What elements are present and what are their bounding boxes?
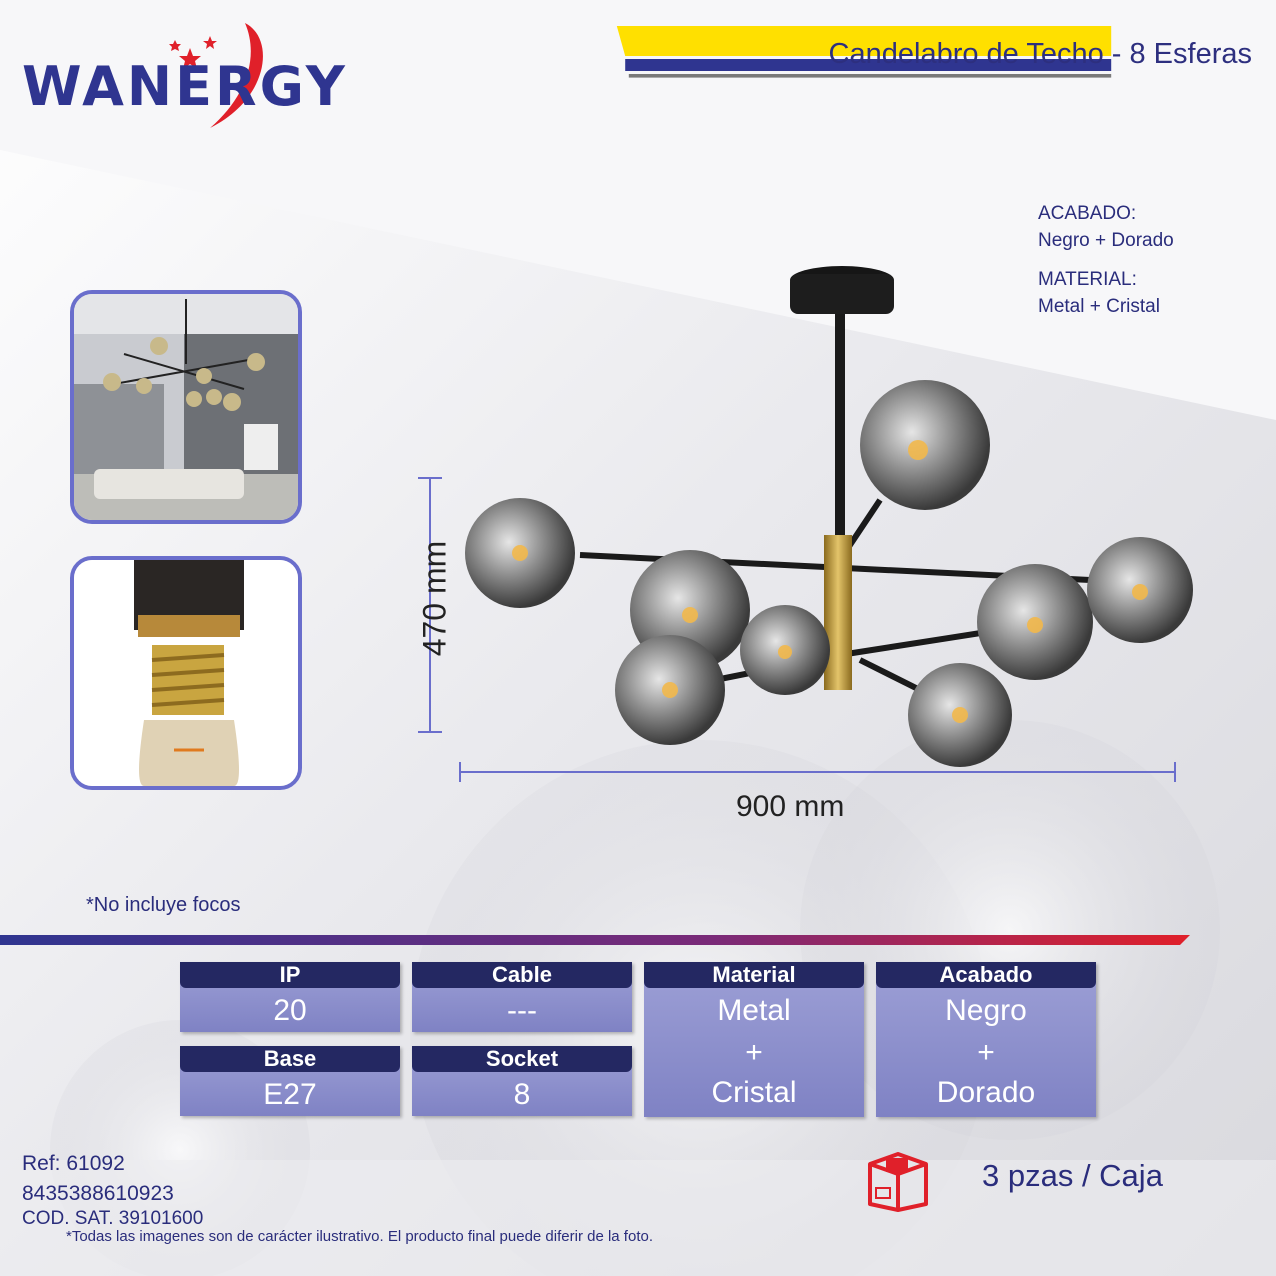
box-icon [868, 1152, 928, 1212]
room-scene-image [74, 294, 298, 520]
ean-code: 8435388610923 [22, 1182, 174, 1205]
reference-number: Ref: 61092 [22, 1152, 125, 1175]
brand-logo: WANERGY [22, 55, 348, 118]
packaging-info: 3 pzas / Caja [982, 1158, 1163, 1193]
material-line2: + [745, 1036, 763, 1069]
socket-value: 8 [513, 1078, 531, 1111]
material-spec: MATERIAL: Metal + Cristal [1038, 266, 1160, 320]
title-band [616, 26, 1112, 78]
bulb-socket-image [74, 560, 298, 786]
spec-cell-acabado: Acabado Negro + Dorado [876, 962, 1096, 1117]
spec-cell-ip: IP 20 [180, 962, 400, 1032]
acabado-header: Acabado [876, 962, 1096, 988]
room-thumbnail [70, 290, 302, 524]
cable-value: --- [507, 994, 537, 1027]
sat-code: COD. SAT. 39101600 [22, 1208, 204, 1229]
socket-header: Socket [412, 1046, 632, 1072]
acabado-line2: + [977, 1036, 995, 1069]
finish-spec: ACABADO: Negro + Dorado [1038, 200, 1174, 254]
section-divider [0, 935, 1190, 945]
acabado-line3: Dorado [936, 1076, 1036, 1109]
dimension-lines [418, 477, 1176, 782]
bulb-thumbnail [70, 556, 302, 790]
width-dimension: 900 mm [736, 790, 845, 823]
material-label: MATERIAL: [1038, 269, 1137, 290]
finish-label: ACABADO: [1038, 203, 1137, 224]
logo-swoosh-icon [169, 23, 263, 128]
spec-cell-base: Base E27 [180, 1046, 400, 1116]
chandelier-product-image [465, 266, 1193, 767]
cable-header: Cable [412, 962, 632, 988]
material-line1: Metal [717, 994, 791, 1027]
finish-value: Negro + Dorado [1038, 230, 1174, 251]
spec-cell-socket: Socket 8 [412, 1046, 632, 1116]
spec-cell-cable: Cable --- [412, 962, 632, 1032]
base-header: Base [180, 1046, 400, 1072]
material-header: Material [644, 962, 864, 988]
spec-cell-material: Material Metal + Cristal [644, 962, 864, 1117]
no-bulbs-note: *No incluye focos [86, 894, 241, 916]
material-value: Metal + Cristal [1038, 296, 1160, 317]
disclaimer: *Todas las imagenes son de carácter ilus… [66, 1228, 653, 1245]
base-value: E27 [263, 1078, 317, 1111]
ip-value: 20 [273, 994, 307, 1027]
page-title: Candelabro de Techo - 8 Esferas [828, 38, 1252, 70]
material-line3: Cristal [711, 1076, 797, 1109]
ip-header: IP [180, 962, 400, 988]
acabado-line1: Negro [945, 994, 1027, 1027]
height-dimension: 470 mm [416, 540, 453, 657]
